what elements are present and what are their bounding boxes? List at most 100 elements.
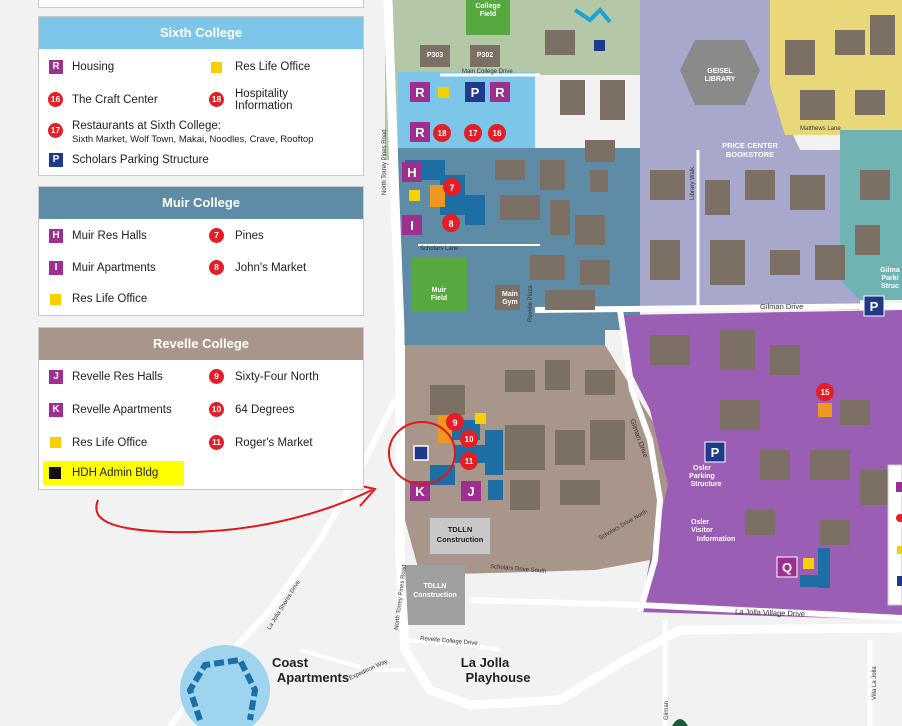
sixth-housing-marker-1[interactable] (410, 82, 430, 102)
library-walk-label: Library Walk (690, 166, 696, 200)
revelle-college-drive (404, 638, 501, 652)
revelle-res-life-label: Res Life Office (72, 437, 148, 449)
muir-field (412, 257, 467, 312)
tdlln-construction-label-1: TDLLN (448, 525, 473, 534)
revelle-apartments-icon: K (49, 403, 63, 417)
sixty-four-north-marker[interactable] (446, 413, 464, 431)
north-torrey-pines-label: North Torrey Pines Road (382, 129, 388, 195)
sixty-four-north-marker-num: 9 (452, 418, 457, 428)
johns-market-marker-num: 8 (448, 219, 453, 229)
muir-res-life-icon (50, 294, 61, 305)
muir-apartments-label: Muir Apartments (72, 262, 156, 274)
johns-market-label: John's Market (235, 262, 307, 274)
marker-15-num: 15 (821, 388, 830, 397)
hospitality-marker-num: 18 (438, 129, 447, 138)
muir-apartments-marker[interactable] (402, 215, 422, 235)
marker-15[interactable] (816, 383, 834, 401)
gilman-parking-label-3: Struc (881, 283, 899, 290)
p302-label: P302 (477, 52, 493, 59)
q-res-life-marker[interactable] (803, 558, 814, 569)
osler-parking-label-3: Structure (690, 481, 721, 488)
revelle-res-halls-label: Revelle Res Halls (72, 371, 163, 383)
college-field-label-2: Field (480, 11, 496, 18)
marker-15-building (818, 403, 832, 417)
osler-parking-marker[interactable] (704, 441, 726, 463)
annotation-circle (388, 421, 456, 485)
restaurants-marker[interactable] (464, 124, 482, 142)
coast-apartments-label-2: Apartments (277, 670, 349, 685)
osler-visitor-label-3: Information (697, 536, 736, 543)
tdlln-construction-label-2: Construction (437, 535, 484, 544)
hospitality-marker[interactable] (433, 124, 451, 142)
sixty-four-degrees-marker-num: 10 (465, 435, 474, 444)
craft-center-icon: 16 (48, 92, 63, 107)
pines-label: Pines (235, 230, 264, 242)
price-center-label-2: BOOKSTORE (726, 150, 774, 159)
sixth-res-life-label: Res Life Office (235, 61, 311, 73)
muir-res-life-marker[interactable] (409, 190, 420, 201)
tdlln-gray-2 (405, 565, 465, 625)
coast-apartments-buildings (186, 656, 259, 721)
gilman-parking-label-2: Parki (881, 275, 898, 282)
scholars-drive-south-label: Scholars Drive South (490, 564, 547, 575)
revelle-apartments-marker-letter: K (415, 484, 425, 499)
revelle-college-legend-title: Revelle College (39, 328, 363, 360)
sixth-housing-marker-1-letter: R (415, 85, 425, 100)
north-parking-marker[interactable] (594, 40, 605, 51)
pines-building (430, 185, 445, 207)
scholars-lane-label: Scholars Lane (420, 246, 459, 252)
top-legend-fragment (38, 0, 364, 8)
hospitality-label-line2: Information (235, 100, 293, 112)
muir-markers: H 7 I 8 (402, 162, 461, 235)
right-legend-swatch-4 (897, 576, 902, 586)
revelle-res-halls-marker[interactable] (461, 481, 481, 501)
sixth-res-life-marker[interactable] (438, 87, 449, 98)
muir-res-halls-marker[interactable] (402, 162, 422, 182)
sixth-housing-icon: R (49, 60, 63, 74)
geisel-label-1: GEISEL (707, 68, 733, 75)
gilman-parking-marker-letter: P (870, 299, 879, 314)
restaurants-icon: 17 (48, 123, 63, 138)
villa-la-jolla-label: Villa La Jolla (872, 666, 878, 700)
q-housing-marker[interactable] (776, 556, 798, 578)
rogers-market-label: Roger's Market (235, 437, 313, 449)
hdh-admin-label: HDH Admin Bldg (72, 467, 159, 479)
annotation-arrow (95, 489, 373, 534)
muir-res-halls-marker-letter: H (407, 165, 416, 180)
restaurants-list: Sixth Market, Wolf Town, Makai, Noodles,… (72, 134, 314, 145)
pines-marker[interactable] (443, 178, 461, 196)
revelle-apartments-label: Revelle Apartments (72, 404, 172, 416)
right-legend-edge (887, 464, 902, 606)
scholars-parking-marker-letter: P (471, 85, 480, 100)
north-pools (573, 7, 612, 24)
scholars-parking-icon: P (49, 153, 63, 167)
johns-market-marker[interactable] (442, 214, 460, 232)
revelle-res-life-icon (50, 437, 61, 448)
revelle-college-drive-label: Revelle College Drive (420, 636, 479, 647)
restaurants-marker-num: 17 (469, 129, 478, 138)
sixth-markers: R P R R 18 17 16 (410, 82, 510, 142)
revelle-college-legend: Revelle College J Revelle Res Halls 9 Si… (38, 327, 364, 490)
right-legend-swatch-1 (896, 482, 902, 492)
sixth-housing-marker-3[interactable] (410, 122, 430, 142)
sixty-four-degrees-marker[interactable] (460, 430, 478, 448)
campus-buildings (420, 15, 895, 545)
hdh-admin-bldg-marker[interactable] (413, 445, 429, 461)
muir-res-halls-label: Muir Res Halls (72, 230, 147, 242)
rogers-market-marker[interactable] (460, 452, 478, 470)
muir-res-life-label: Res Life Office (72, 293, 148, 305)
rogers-market-marker-num: 11 (465, 457, 474, 466)
rogers-market-icon: 11 (209, 435, 224, 450)
craft-center-marker[interactable] (488, 124, 506, 142)
revelle-apartments-marker[interactable] (410, 481, 430, 501)
revelle-res-life-marker[interactable] (475, 413, 486, 424)
east-markers: P 15 Q P (704, 295, 885, 578)
sixth-housing-marker-2[interactable] (490, 82, 510, 102)
scholars-parking-marker[interactable] (465, 82, 485, 102)
sixth-college-legend: Sixth College R Housing Res Life Office … (38, 16, 364, 176)
muir-apartments-icon: I (49, 261, 63, 275)
right-legend-swatch-2 (896, 514, 902, 522)
craft-center-marker-num: 16 (493, 129, 502, 138)
gilman-parking-marker[interactable] (863, 295, 885, 317)
